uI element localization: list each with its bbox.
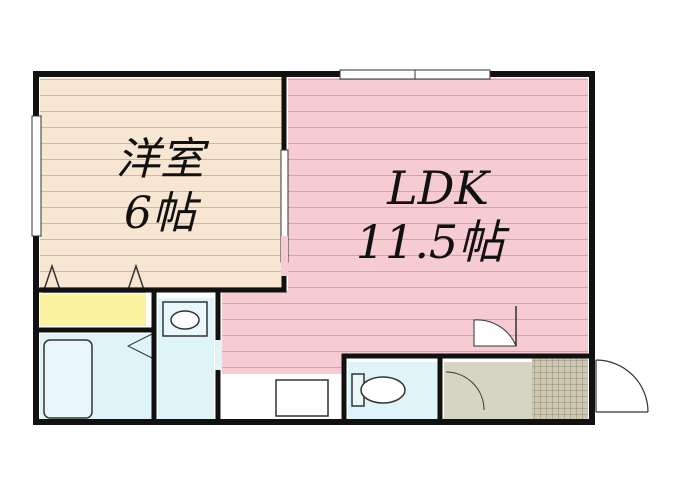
- western-room-name: 洋室: [116, 134, 210, 185]
- washroom-opening: [215, 340, 222, 370]
- kitchen-sink: [275, 379, 329, 417]
- windows: [31, 69, 491, 263]
- shoe-cabinet: [532, 358, 588, 420]
- western-ldk-opening: [281, 236, 288, 276]
- western-room-floor: [40, 78, 282, 288]
- closet-door-right: [127, 263, 145, 291]
- ldk-floor: [222, 78, 588, 374]
- entrance-floor: [444, 362, 532, 420]
- wash-bowl: [170, 310, 200, 330]
- toilet-bowl: [360, 376, 406, 404]
- closet: [40, 294, 146, 326]
- western-room-size: 6帖: [124, 188, 202, 239]
- bathroom-door: [126, 333, 153, 359]
- ldk-door-swing: [473, 319, 517, 347]
- front-door-swing: [595, 359, 649, 413]
- bathtub: [43, 339, 93, 419]
- ldk-room-size: 11.5帖: [356, 215, 510, 269]
- entrance-step-door: [445, 371, 485, 411]
- ldk-room-name: LDK: [386, 161, 491, 215]
- closet-door-left: [43, 263, 61, 291]
